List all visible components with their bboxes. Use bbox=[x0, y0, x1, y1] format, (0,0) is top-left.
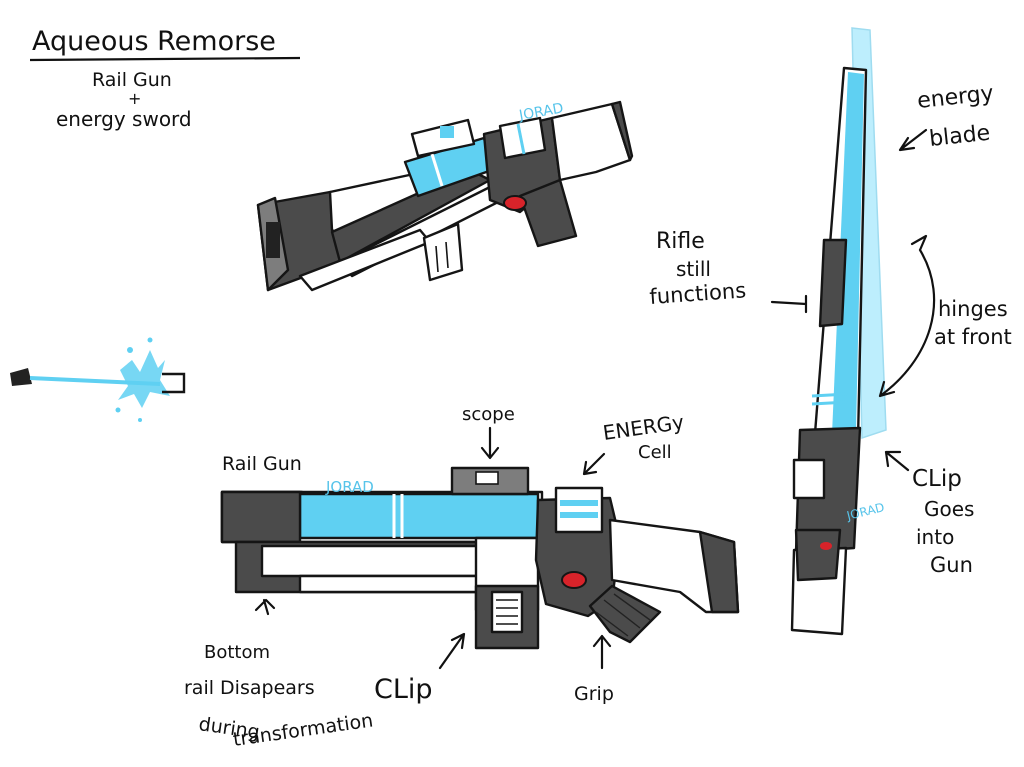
label-energy-cell-2: Cell bbox=[638, 442, 672, 463]
subtitle-rail-gun: Rail Gun bbox=[92, 69, 172, 91]
label-bottom-rail-2: rail Disapears bbox=[184, 677, 315, 699]
label-scope: scope bbox=[462, 404, 515, 425]
scope-arrow bbox=[480, 426, 500, 460]
label-energy: energy bbox=[916, 81, 995, 114]
title-underline bbox=[29, 56, 301, 62]
signature-bottom: JORAD bbox=[325, 478, 374, 496]
clip-arrow bbox=[438, 632, 466, 670]
rail-shot-effect bbox=[10, 337, 186, 422]
label-clip-goes-3: into bbox=[916, 525, 954, 549]
hinge-arc-arrow bbox=[878, 234, 936, 398]
label-clip-goes-4: Gun bbox=[930, 553, 973, 577]
sketch-title: Aqueous Remorse bbox=[32, 26, 276, 57]
label-bottom-rail-4: transformation bbox=[232, 710, 375, 751]
clip-goes-arrow bbox=[884, 450, 910, 472]
bottom-rail-arrow bbox=[254, 598, 276, 616]
label-rail-gun: Rail Gun bbox=[222, 453, 302, 475]
label-functions: functions bbox=[649, 278, 747, 309]
label-blade: blade bbox=[928, 121, 991, 152]
label-at-front: at front bbox=[934, 325, 1012, 349]
rifle-side-illustration bbox=[220, 466, 740, 650]
label-energy-cell-1: ENERGy bbox=[601, 410, 685, 445]
label-clip: CLip bbox=[374, 674, 433, 705]
rifle-perspective-illustration bbox=[256, 100, 634, 292]
label-clip-goes-2: Goes bbox=[924, 497, 974, 521]
energy-cell-arrow bbox=[582, 452, 606, 476]
grip-arrow bbox=[592, 634, 612, 670]
label-grip: Grip bbox=[574, 683, 614, 705]
label-clip-goes-1: CLip bbox=[912, 466, 962, 492]
label-still: still bbox=[676, 257, 711, 281]
subtitle-energy-sword: energy sword bbox=[56, 107, 192, 131]
label-bottom-rail-1: Bottom bbox=[204, 642, 270, 663]
subtitle-plus: + bbox=[128, 89, 141, 108]
signature-top: JORAD bbox=[517, 100, 565, 124]
sword-form-illustration bbox=[790, 27, 887, 636]
label-hinges: hinges bbox=[938, 297, 1008, 321]
rifle-functions-arrow bbox=[770, 294, 808, 314]
label-rifle: Rifle bbox=[656, 229, 705, 254]
energy-blade-arrow bbox=[898, 128, 928, 152]
